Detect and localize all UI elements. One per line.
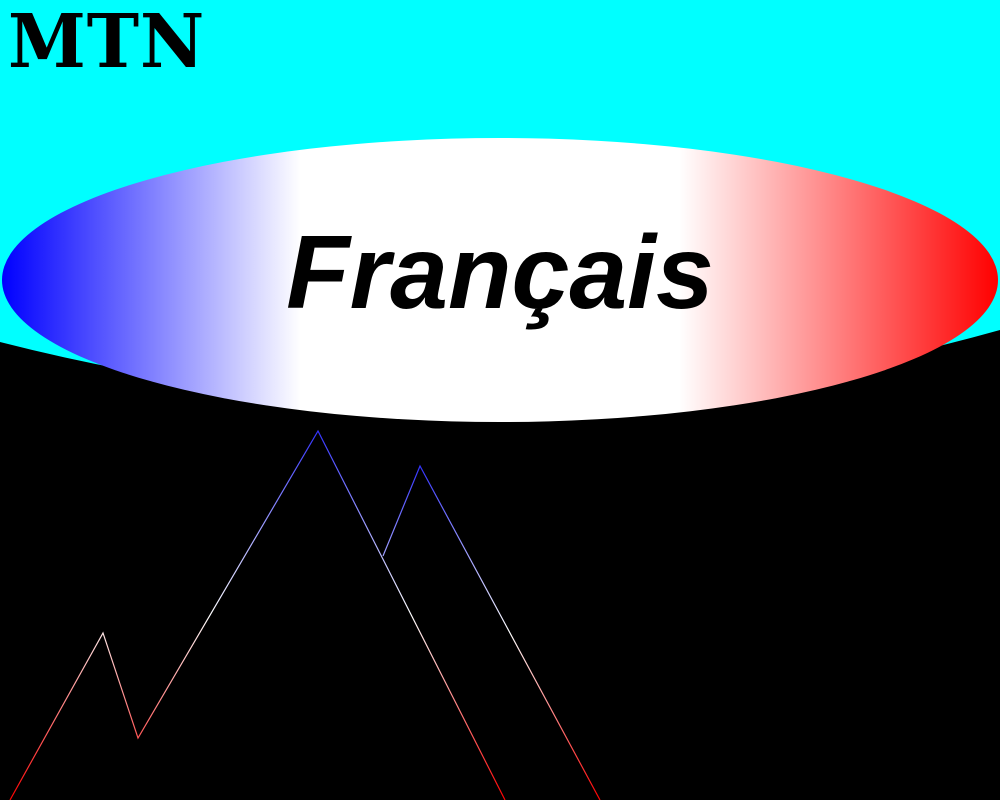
ground-hill: [0, 330, 1000, 800]
brand-logo: MTN: [8, 0, 206, 85]
mountain-front-outline: [9, 429, 506, 800]
language-button-label[interactable]: Français: [286, 215, 714, 331]
mountain-back-outline: [382, 464, 601, 800]
mountains-illustration: [9, 429, 601, 800]
language-button-ellipse[interactable]: [2, 138, 998, 422]
